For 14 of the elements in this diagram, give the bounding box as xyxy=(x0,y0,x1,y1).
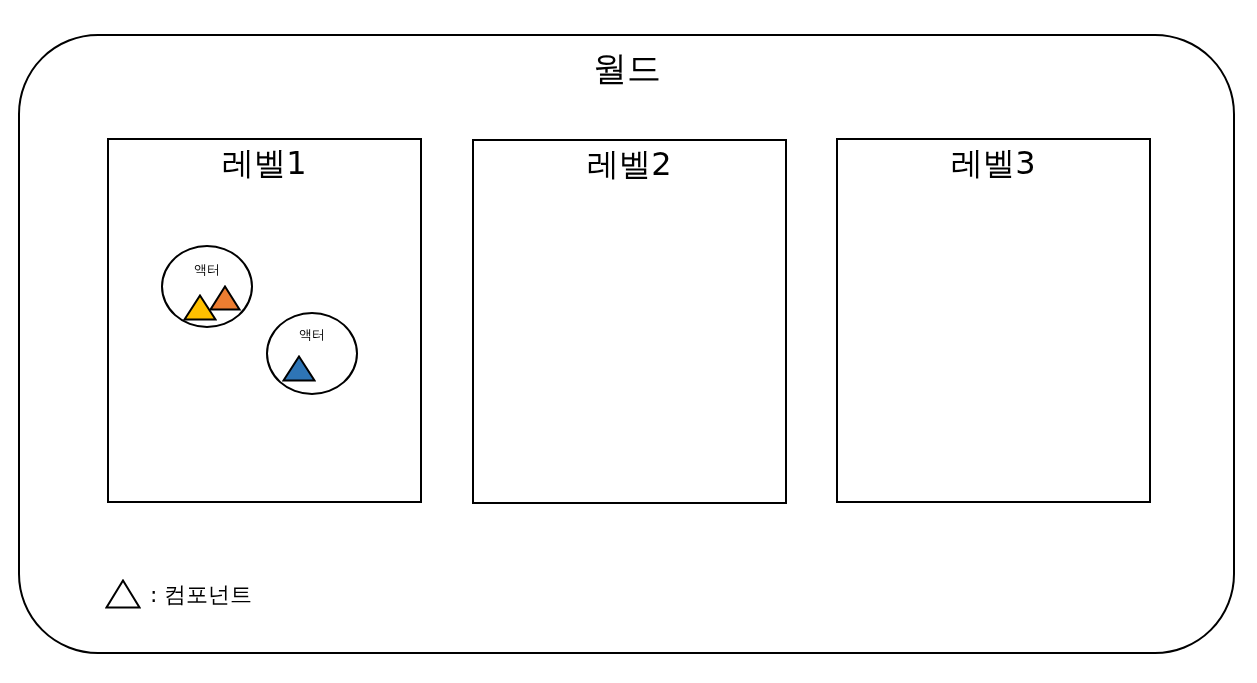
actor-label: 액터 xyxy=(194,261,220,279)
component-triangle xyxy=(282,355,316,382)
level-box xyxy=(472,139,787,504)
level-box xyxy=(107,138,422,503)
level-title: 레벨3 xyxy=(951,143,1036,184)
legend-text: : 컴포넌트 xyxy=(150,581,253,609)
level-box xyxy=(836,138,1151,503)
level-title: 레벨1 xyxy=(222,143,307,184)
world-container xyxy=(18,34,1235,654)
component-triangle xyxy=(183,294,217,321)
level-title: 레벨2 xyxy=(587,144,672,185)
actor-label: 액터 xyxy=(299,326,325,344)
world-title: 월드 xyxy=(592,47,661,90)
component-triangle xyxy=(209,285,241,311)
